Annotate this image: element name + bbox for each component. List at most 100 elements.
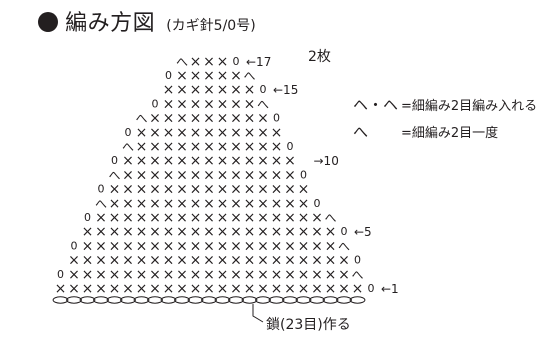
single-crochet-stitch: × bbox=[149, 210, 161, 226]
single-crochet-stitch: × bbox=[190, 68, 202, 84]
single-crochet-stitch: × bbox=[230, 281, 242, 297]
single-crochet-stitch: × bbox=[217, 139, 229, 155]
single-crochet-stitch: × bbox=[68, 253, 80, 269]
chain-stitch bbox=[214, 296, 231, 304]
single-crochet-stitch: × bbox=[284, 253, 296, 269]
turning-chain: 0 bbox=[165, 69, 172, 82]
single-crochet-stitch: × bbox=[55, 281, 67, 297]
single-crochet-stitch: × bbox=[257, 111, 269, 127]
single-crochet-stitch: × bbox=[257, 182, 269, 198]
single-crochet-stitch: × bbox=[284, 281, 296, 297]
single-crochet-stitch: × bbox=[271, 153, 283, 169]
single-crochet-stitch: × bbox=[163, 196, 175, 212]
single-crochet-stitch: × bbox=[230, 167, 242, 183]
single-crochet-stitch: × bbox=[257, 153, 269, 169]
single-crochet-stitch: × bbox=[176, 153, 188, 169]
single-crochet-stitch: × bbox=[217, 167, 229, 183]
single-crochet-stitch: × bbox=[325, 238, 337, 254]
decrease-stitch: へ bbox=[135, 112, 147, 126]
single-crochet-stitch: × bbox=[149, 224, 161, 240]
single-crochet-stitch: × bbox=[284, 182, 296, 198]
single-crochet-stitch: × bbox=[136, 224, 148, 240]
single-crochet-stitch: × bbox=[163, 82, 175, 98]
single-crochet-stitch: × bbox=[109, 210, 121, 226]
single-crochet-stitch: × bbox=[203, 182, 215, 198]
foundation-leader-line bbox=[252, 304, 264, 323]
single-crochet-stitch: × bbox=[122, 153, 134, 169]
row-marker: ←1 bbox=[381, 282, 399, 296]
single-crochet-stitch: × bbox=[149, 281, 161, 297]
single-crochet-stitch: × bbox=[217, 111, 229, 127]
single-crochet-stitch: × bbox=[325, 267, 337, 283]
single-crochet-stitch: × bbox=[176, 182, 188, 198]
single-crochet-stitch: × bbox=[190, 210, 202, 226]
single-crochet-stitch: × bbox=[203, 167, 215, 183]
row-marker: ←17 bbox=[246, 55, 271, 69]
single-crochet-stitch: × bbox=[136, 267, 148, 283]
single-crochet-stitch: × bbox=[230, 82, 242, 98]
single-crochet-stitch: × bbox=[284, 196, 296, 212]
legend-increase-text: =細編み2目編み入れる bbox=[401, 99, 537, 114]
turning-chain: 0 bbox=[84, 211, 91, 224]
stitch-chart: ×××××××××××××××××××××××0××××××××××××××××… bbox=[52, 54, 399, 323]
single-crochet-stitch: × bbox=[230, 111, 242, 127]
single-crochet-stitch: × bbox=[163, 281, 175, 297]
single-crochet-stitch: × bbox=[190, 54, 202, 70]
single-crochet-stitch: × bbox=[352, 281, 364, 297]
single-crochet-stitch: × bbox=[230, 196, 242, 212]
single-crochet-stitch: × bbox=[298, 253, 310, 269]
single-crochet-stitch: × bbox=[271, 210, 283, 226]
single-crochet-stitch: × bbox=[244, 96, 256, 112]
turning-chain: 0 bbox=[71, 239, 78, 252]
single-crochet-stitch: × bbox=[271, 139, 283, 155]
single-crochet-stitch: × bbox=[257, 267, 269, 283]
single-crochet-stitch: × bbox=[95, 210, 107, 226]
single-crochet-stitch: × bbox=[311, 253, 323, 269]
single-crochet-stitch: × bbox=[203, 210, 215, 226]
single-crochet-stitch: × bbox=[176, 224, 188, 240]
single-crochet-stitch: × bbox=[217, 54, 229, 70]
single-crochet-stitch: × bbox=[149, 196, 161, 212]
single-crochet-stitch: × bbox=[136, 125, 148, 141]
single-crochet-stitch: × bbox=[244, 253, 256, 269]
single-crochet-stitch: × bbox=[190, 182, 202, 198]
legend-increase: ヘ・ヘ=細編み2目編み入れる bbox=[353, 94, 537, 115]
single-crochet-stitch: × bbox=[257, 210, 269, 226]
single-crochet-stitch: × bbox=[176, 253, 188, 269]
single-crochet-stitch: × bbox=[203, 253, 215, 269]
single-crochet-stitch: × bbox=[176, 238, 188, 254]
single-crochet-stitch: × bbox=[217, 281, 229, 297]
decrease-stitch: へ bbox=[257, 97, 269, 111]
single-crochet-stitch: × bbox=[68, 267, 80, 283]
chain-stitch bbox=[268, 296, 285, 304]
single-crochet-stitch: × bbox=[230, 125, 242, 141]
chain-stitch bbox=[349, 296, 366, 304]
single-crochet-stitch: × bbox=[230, 96, 242, 112]
single-crochet-stitch: × bbox=[95, 224, 107, 240]
turning-chain: 0 bbox=[368, 282, 375, 295]
single-crochet-stitch: × bbox=[217, 182, 229, 198]
single-crochet-stitch: × bbox=[257, 238, 269, 254]
single-crochet-stitch: × bbox=[176, 96, 188, 112]
single-crochet-stitch: × bbox=[176, 125, 188, 141]
single-crochet-stitch: × bbox=[176, 196, 188, 212]
single-crochet-stitch: × bbox=[163, 182, 175, 198]
row-marker: →10 bbox=[314, 154, 339, 168]
single-crochet-stitch: × bbox=[217, 253, 229, 269]
single-crochet-stitch: × bbox=[244, 210, 256, 226]
single-crochet-stitch: × bbox=[203, 139, 215, 155]
turning-chain: 0 bbox=[354, 254, 361, 267]
single-crochet-stitch: × bbox=[149, 182, 161, 198]
turning-chain: 0 bbox=[273, 112, 280, 125]
single-crochet-stitch: × bbox=[230, 253, 242, 269]
single-crochet-stitch: × bbox=[203, 153, 215, 169]
single-crochet-stitch: × bbox=[190, 96, 202, 112]
decrease-symbol-icon: へ bbox=[353, 123, 369, 141]
single-crochet-stitch: × bbox=[217, 224, 229, 240]
chain-stitch bbox=[133, 296, 150, 304]
single-crochet-stitch: × bbox=[163, 125, 175, 141]
single-crochet-stitch: × bbox=[271, 182, 283, 198]
single-crochet-stitch: × bbox=[176, 281, 188, 297]
decrease-stitch: へ bbox=[351, 268, 363, 282]
single-crochet-stitch: × bbox=[244, 196, 256, 212]
